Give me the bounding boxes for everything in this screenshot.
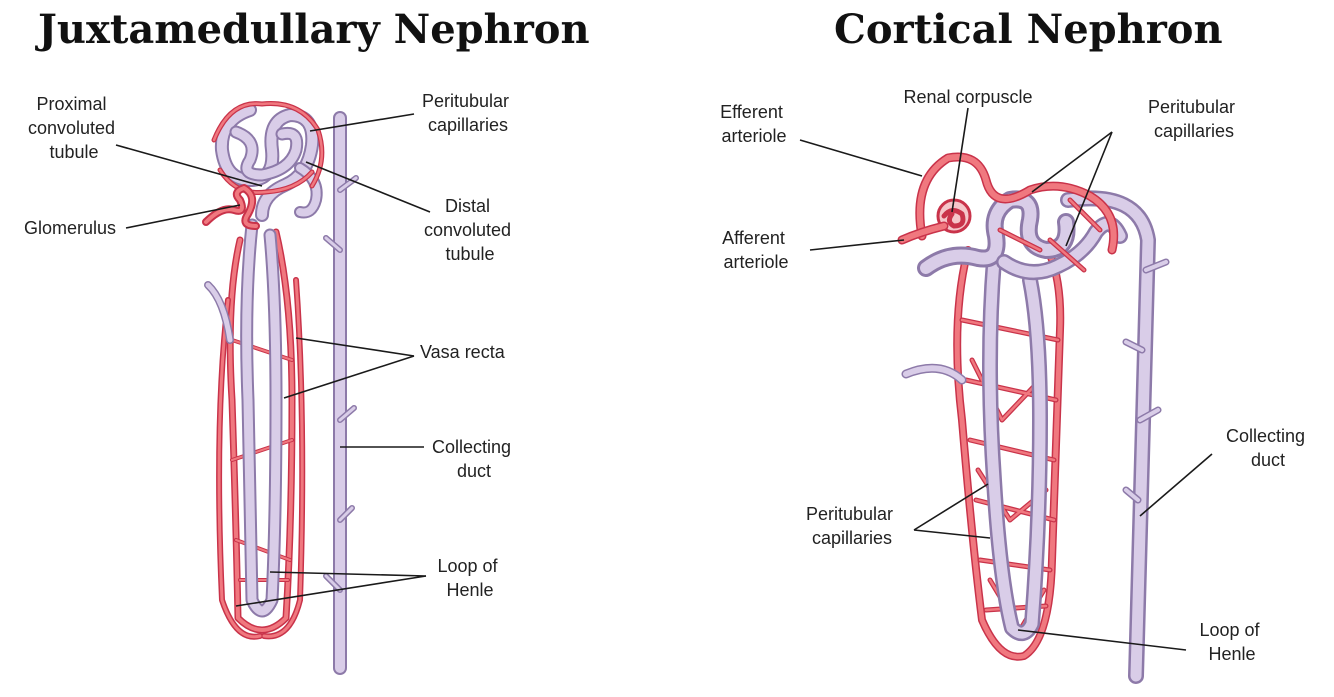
label-loop-of-henle-right: Loop of Henle	[1199, 620, 1264, 664]
cortical-nephron: Efferent arteriole Renal corpuscle Perit…	[720, 87, 1310, 684]
leader-proximal	[115, 144, 263, 187]
leader-loop-a	[269, 571, 427, 577]
convoluted-cluster-left	[202, 101, 325, 230]
renal-corpuscle-group	[897, 152, 1119, 273]
label-vasa-recta: Vasa recta	[420, 342, 506, 362]
collecting-duct-left	[323, 111, 359, 675]
peritubular-mesh-right	[953, 246, 1065, 661]
label-proximal-convoluted-tubule: Proximal convoluted tubule	[28, 94, 120, 162]
leader-renal-corpuscle	[951, 107, 969, 213]
label-glomerulus: Glomerulus	[24, 218, 116, 238]
leader-peritubular-top-a	[1031, 131, 1113, 193]
label-collecting-duct-left: Collecting duct	[432, 437, 516, 481]
vasa-recta-left	[216, 228, 306, 640]
label-peritubular-capillaries-mid: Peritubular capillaries	[806, 504, 898, 548]
leader-loop-right	[1017, 629, 1187, 651]
label-renal-corpuscle: Renal corpuscle	[903, 87, 1032, 107]
juxtamedullary-nephron: Proximal convoluted tubule Glomerulus Pe…	[24, 91, 516, 675]
leader-efferent	[799, 139, 923, 177]
leader-peritubular-left	[309, 113, 415, 132]
cortical-title: Cortical Nephron	[834, 6, 1223, 53]
leader-afferent	[809, 239, 905, 251]
leader-peritubular-top-b	[1065, 131, 1113, 247]
label-peritubular-capillaries-top: Peritubular capillaries	[1148, 97, 1240, 141]
loop-of-henle-left	[204, 218, 283, 618]
label-afferent-arteriole: Afferent arteriole	[722, 228, 790, 272]
label-loop-of-henle-left: Loop of Henle	[437, 556, 502, 600]
leader-peritubular-mid-b	[913, 529, 991, 539]
label-collecting-duct-right: Collecting duct	[1226, 426, 1310, 470]
leader-glomerulus	[125, 204, 241, 229]
leader-vasa-recta-a	[295, 337, 415, 357]
label-distal-convoluted-tubule: Distal convoluted tubule	[424, 196, 516, 264]
label-efferent-arteriole: Efferent arteriole	[720, 102, 788, 146]
leader-peritubular-mid-a	[913, 483, 989, 531]
leader-collecting-right	[1139, 453, 1213, 517]
juxtamedullary-title: Juxtamedullary Nephron	[38, 6, 590, 53]
leader-vasa-recta-b	[283, 355, 415, 399]
loop-of-henle-right	[901, 252, 1048, 642]
label-peritubular-capillaries-left: Peritubular capillaries	[422, 91, 514, 135]
leader-loop-b	[235, 575, 427, 607]
leader-distal	[305, 161, 431, 213]
